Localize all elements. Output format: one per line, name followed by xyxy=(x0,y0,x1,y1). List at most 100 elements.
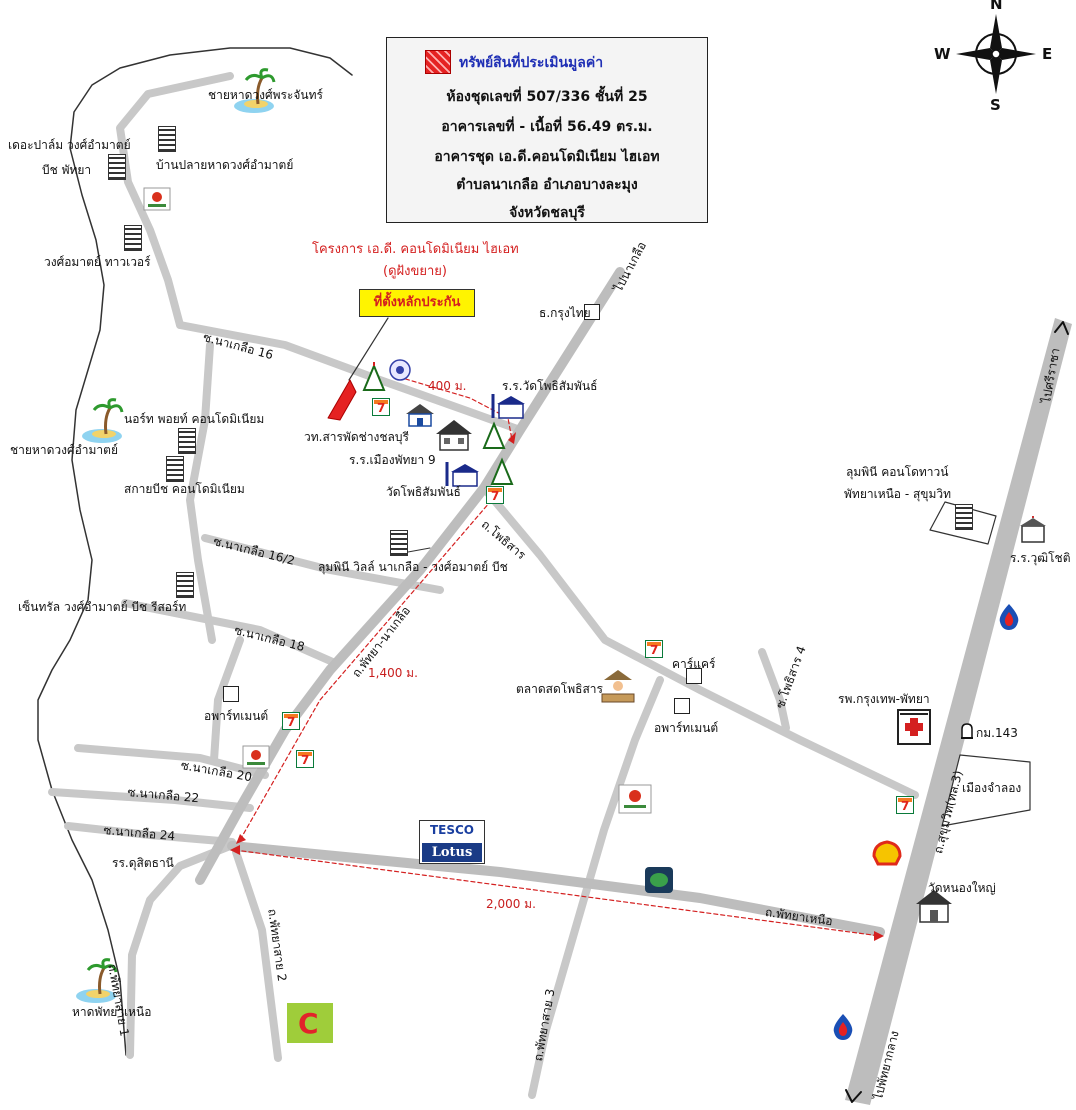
label-muang-jamlong: เมืองจำลอง xyxy=(962,781,1022,795)
road-pattaya-sai2 xyxy=(232,848,282,1062)
road-naklua22 xyxy=(48,788,254,812)
label-beach-pattaya: บีช พัทยา xyxy=(42,163,92,177)
condo-building-icon xyxy=(955,504,973,530)
label-hospital: รพ.กรุงเทพ-พัทยา xyxy=(838,692,930,706)
road-naklua24 xyxy=(64,822,236,846)
bank-marker-icon xyxy=(584,304,600,320)
label-the-palm: เดอะปาล์ม วงศ์อำมาตย์ xyxy=(8,138,131,152)
tesco-text: TESCO xyxy=(429,823,475,837)
market-vendor-icon xyxy=(601,670,635,703)
label-north-point: นอร์ท พอยท์ คอนโดมิเนียม xyxy=(124,412,265,426)
temple-flag-icon xyxy=(362,362,386,391)
road-west-branch xyxy=(210,636,244,764)
legend-swatch-icon xyxy=(425,50,451,74)
distance-line-400 xyxy=(391,374,513,441)
condo-building-icon xyxy=(124,225,142,251)
arrow-to-sriracha xyxy=(1054,321,1069,335)
label-sky-beach: สกายบีช คอนโดมิเนียม xyxy=(124,482,245,496)
school-flag-icon xyxy=(445,462,479,487)
label-beach-north: หาดพัทยาเหนือ xyxy=(72,1005,152,1019)
temple-icon xyxy=(916,890,952,923)
label-wat-phothisamphan: วัดโพธิสัมพันธ์ xyxy=(386,485,461,499)
label-lumpini-ville: ลุมพินี วิลล์ นาเกลือ - วงศ์อมาตย์ บีช xyxy=(318,560,508,574)
label-carcare: คาร์แคร์ xyxy=(672,657,716,671)
tesco-lotus-logo: TESCO Lotus xyxy=(419,820,485,864)
hospital-icon xyxy=(897,709,931,745)
label-lumpini-town: ลุมพินี คอนโดทาวน์ xyxy=(846,465,949,479)
collateral-callout: ที่ตั้งหลักประกัน xyxy=(359,289,475,317)
arrow-to-pattaya-klang xyxy=(845,1089,862,1103)
label-lumpini-town-2: พัทยาเหนือ - สุขุมวิท xyxy=(844,487,952,501)
big-c-logo: C xyxy=(287,1003,333,1043)
condo-building-icon xyxy=(390,530,408,556)
temple-flag-icon xyxy=(490,457,514,485)
compass-south-label: S xyxy=(990,96,1001,114)
compass-north-label: N xyxy=(990,0,1003,13)
project-name: โครงการ เอ.ดี. คอนโดมิเนียม ไฮเอท xyxy=(312,242,519,257)
seven-eleven-icon xyxy=(645,640,663,658)
legend-line-unit: ห้องชุดเลขที่ 507/336 ชั้นที่ 25 xyxy=(446,89,648,105)
legend-line-building: อาคารชุด เอ.ดี.คอนโดมิเนียม ไฮเอท xyxy=(434,149,660,165)
apartment-marker-icon xyxy=(674,698,690,714)
government-seal-icon xyxy=(389,359,411,381)
project-note: (ดูฝังขยาย) xyxy=(383,264,447,279)
seven-eleven-icon xyxy=(282,712,300,730)
road-phothisan4 xyxy=(758,648,790,732)
road-pattaya-sai1 xyxy=(126,842,234,1059)
label-school-wutthichot: ร.ร.วุฒิโชติ xyxy=(1010,551,1071,565)
label-market: ตลาดสดโพธิสาร xyxy=(516,682,603,696)
seven-eleven-icon xyxy=(896,796,914,814)
lumpini-ville-bracket xyxy=(407,547,431,553)
school-flag-icon xyxy=(491,394,525,419)
road-sukhumvit xyxy=(845,318,1072,1105)
seven-eleven-icon xyxy=(296,750,314,768)
legend-line-subdistrict: ตำบลนาเกลือ อำเภอบางละมุง xyxy=(456,177,638,193)
road-naklua20 xyxy=(74,744,269,779)
bank-logo-icon xyxy=(143,187,171,211)
coastline xyxy=(37,47,353,1056)
seven-eleven-icon xyxy=(486,486,504,504)
label-school-pattaya9: ร.ร.เมืองพัทยา 9 xyxy=(349,453,436,467)
school-house-icon xyxy=(406,404,434,427)
school-building-icon xyxy=(1020,516,1046,543)
label-school-wat: ร.ร.วัดโพธิสัมพันธ์ xyxy=(502,379,598,393)
arrowhead-2000-right xyxy=(874,931,884,941)
house-icon xyxy=(436,420,472,451)
distance-line-1400 xyxy=(239,494,497,841)
road-west-connector xyxy=(186,341,216,644)
legend-title: ทรัพย์สินที่ประเมินมูลค่า xyxy=(459,55,604,71)
road-north-pattaya xyxy=(227,841,885,937)
lotus-text: Lotus xyxy=(422,843,482,862)
condo-building-icon xyxy=(158,126,176,152)
bank-logo-icon xyxy=(618,784,652,814)
label-apartment-right: อพาร์ทเมนต์ xyxy=(654,721,719,735)
compass-icon xyxy=(956,14,1036,94)
label-central-wong: เซ็นทรัล วงศ์อำมาตย์ บีช รีสอร์ท xyxy=(18,600,187,614)
palm-beach-icon xyxy=(82,398,124,443)
palm-beach-icon xyxy=(76,958,118,1003)
arrowhead-2000-left xyxy=(230,845,240,855)
road-coastal-north xyxy=(116,72,234,329)
compass-west-label: W xyxy=(934,45,951,63)
legend-line-area: อาคารเลขที่ - เนื้อที่ 56.49 ตร.ม. xyxy=(441,119,653,135)
label-apartment-left: อพาร์ทเมนต์ xyxy=(204,709,269,723)
milestone-icon xyxy=(961,723,973,739)
distance-2000-label: 2,000 ม. xyxy=(486,897,536,911)
callout-pointer xyxy=(348,317,389,381)
big-c-text: C xyxy=(298,1007,319,1040)
distance-line-2000 xyxy=(234,849,881,937)
condo-building-icon xyxy=(178,428,196,454)
condo-building-icon xyxy=(166,456,184,482)
arrowhead-1400-bottom xyxy=(236,834,246,844)
temple-flag-icon xyxy=(482,421,506,449)
collateral-marker xyxy=(327,379,357,421)
carcare-marker-icon xyxy=(686,668,702,684)
bank-leaf-icon xyxy=(645,867,673,893)
label-wong-tower: วงศ์อมาตย์ ทาวเวอร์ xyxy=(44,255,151,269)
gas-station-ptt-icon xyxy=(833,1014,853,1040)
label-beach-phrachan: ชายหาดวงศ์พระจันทร์ xyxy=(208,88,323,102)
compass-east-label: E xyxy=(1042,45,1053,63)
label-vocational-college: วท.สารพัดช่างชลบุรี xyxy=(304,430,409,444)
label-beach-wongamat: ชายหาดวงศ์อำมาตย์ xyxy=(10,443,118,457)
